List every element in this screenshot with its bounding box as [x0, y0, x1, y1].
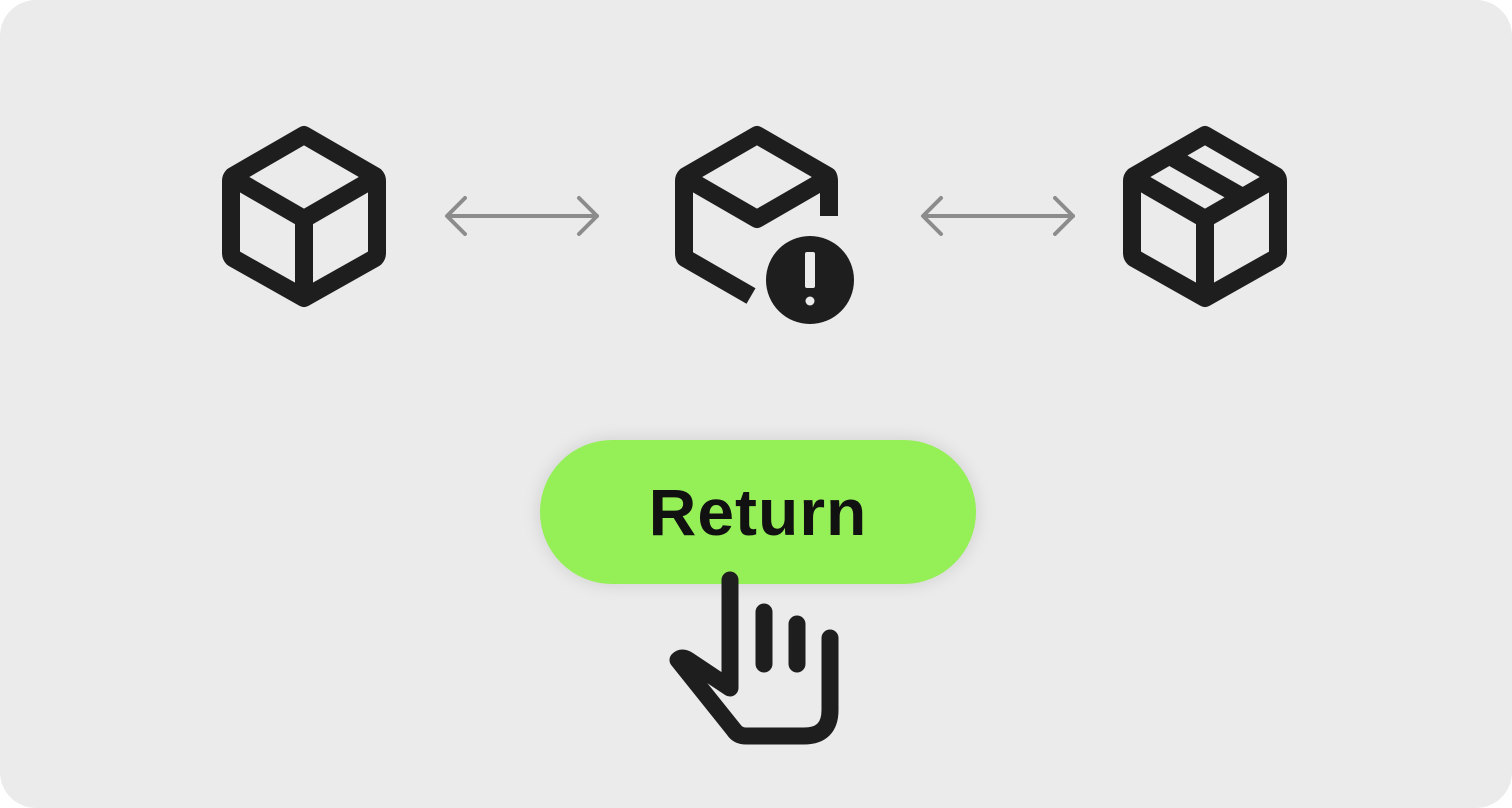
package-icon — [222, 126, 386, 307]
double-arrow-icon — [445, 196, 599, 236]
return-button-label: Return — [648, 475, 868, 549]
return-button[interactable]: Return — [540, 440, 976, 584]
package-alert-icon — [675, 126, 854, 324]
taped-package-icon — [1123, 126, 1287, 307]
double-arrow-icon — [921, 196, 1075, 236]
